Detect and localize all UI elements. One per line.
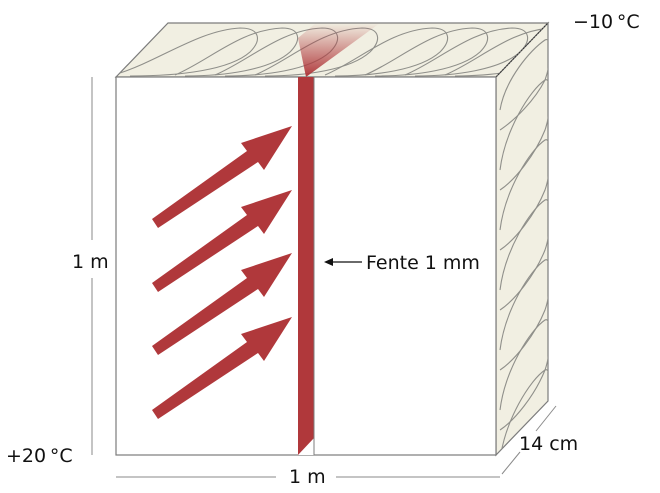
heat-plume [298,23,380,77]
top-insulation-face [114,22,550,78]
height-dimension: 1 m [72,77,109,455]
arrow-icon [152,190,292,292]
width-label: 1 m [289,466,326,488]
height-label: 1 m [72,251,109,273]
depth-label: 14 cm [519,433,578,455]
slot-callout: Fente 1 mm [324,252,480,274]
arrow-icon [152,317,292,419]
arrow-icon [152,126,292,228]
width-dimension: 1 m [116,466,500,488]
slot-1mm [298,77,315,455]
arrow-icon [152,253,292,355]
depth-dimension: 14 cm [501,405,578,475]
slot-label: Fente 1 mm [366,252,480,274]
inside-temperature: +20 °C [6,445,73,467]
air-flow-arrows [152,126,292,419]
outside-temperature: −10 °C [573,11,640,33]
right-insulation-face [495,21,549,457]
arrow-left-icon [324,258,333,266]
